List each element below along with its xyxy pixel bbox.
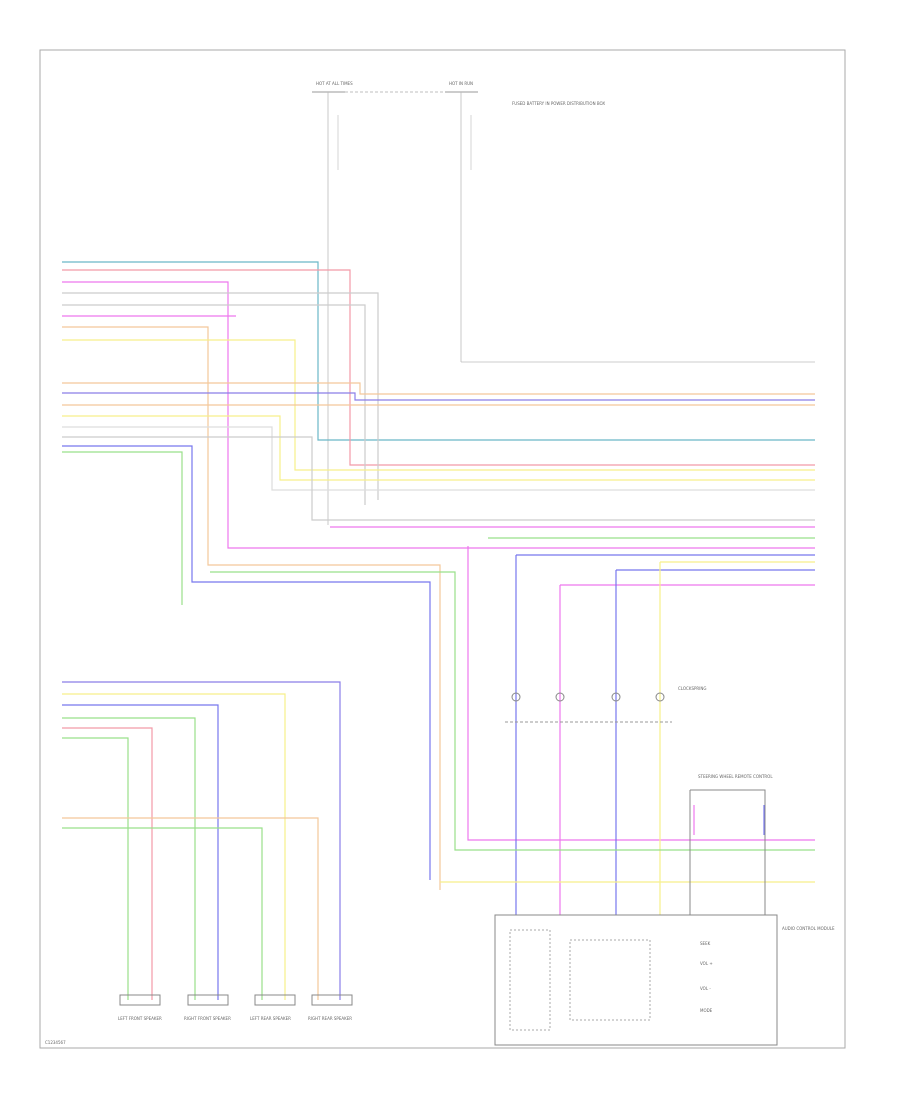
top-fuse-1: HOT AT ALL TIMES: [312, 81, 353, 525]
remote-switch-bracket: STEERING WHEEL REMOTE CONTROL: [689, 774, 773, 915]
speaker-rr: RIGHT REAR SPEAKER: [308, 1016, 352, 1021]
module-label: AUDIO CONTROL MODULE: [782, 926, 835, 931]
speaker-lr: LEFT REAR SPEAKER: [250, 1016, 291, 1021]
fuse-1-label: HOT AT ALL TIMES: [316, 81, 353, 86]
audio-control-module: AUDIO CONTROL MODULE SEEK VOL + VOL - MO…: [494, 914, 835, 1046]
switch-mode: MODE: [700, 1008, 713, 1013]
power-note: FUSED BATTERY IN POWER DISTRIBUTION BOX: [512, 101, 605, 106]
diagram-frame: [39, 49, 846, 1049]
fuse-2-label: HOT IN RUN: [449, 81, 473, 86]
footer-code: C1234567: [45, 1040, 66, 1045]
speaker-rf: RIGHT FRONT SPEAKER: [184, 1016, 231, 1021]
left-connector-2: [62, 382, 815, 880]
switch-seek: SEEK: [700, 941, 711, 946]
clockspring: CLOCKSPRING: [505, 686, 706, 723]
speaker-bundle: [62, 681, 341, 1000]
right-bundle: [210, 526, 815, 915]
top-fuse-2: HOT IN RUN: [445, 81, 815, 363]
speakers: LEFT FRONT SPEAKER RIGHT FRONT SPEAKER L…: [118, 994, 353, 1021]
left-connector-1: [62, 261, 815, 890]
switch-vol-up: VOL +: [700, 961, 713, 966]
remote-switch-label: STEERING WHEEL REMOTE CONTROL: [698, 774, 773, 779]
switch-vol-down: VOL -: [700, 986, 711, 991]
speaker-lf: LEFT FRONT SPEAKER: [118, 1016, 162, 1021]
clockspring-label: CLOCKSPRING: [678, 686, 706, 691]
